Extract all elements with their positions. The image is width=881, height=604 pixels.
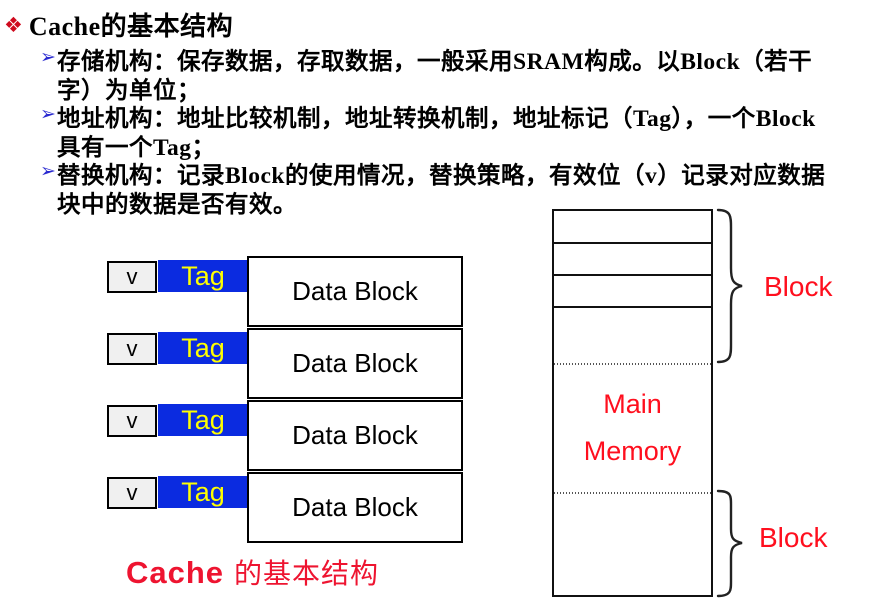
main-memory-label-line2: Memory [583, 436, 682, 466]
brace-top-icon [713, 206, 745, 366]
arrow-bullet-icon: ➢ [40, 160, 56, 182]
valid-bit-cell: v [107, 477, 157, 509]
dotted-divider [554, 492, 711, 494]
slide-heading: ❖Cache的基本结构 [4, 6, 233, 43]
arrow-bullet-icon: ➢ [40, 46, 56, 68]
block-label-bottom: Block [759, 522, 828, 553]
bullet-text-line: 替换机构：记录Block的使用情况，替换策略，有效位（v）记录对应数据 [57, 163, 826, 189]
bullet-text-line: 具有一个Tag； [57, 135, 216, 161]
valid-bit-cell: v [107, 333, 157, 365]
bullet-text-line: 地址机构：地址比较机制，地址转换机制，地址标记（Tag），一个Block [57, 106, 816, 132]
data-block-cell: Data Block [247, 328, 463, 399]
data-block-cell: Data Block [247, 472, 463, 543]
bullet-text-line: 存储机构：保存数据，存取数据，一般采用SRAM构成。以Block（若干 [57, 49, 813, 75]
tag-cell: Tag [158, 476, 248, 508]
arrow-bullet-icon: ➢ [40, 103, 56, 125]
bullet-text-line: 字）为单位； [57, 78, 201, 104]
tag-cell: Tag [158, 332, 248, 364]
bullet-text-line: 块中的数据是否有效。 [57, 192, 297, 218]
data-block-cell: Data Block [247, 400, 463, 471]
tag-cell: Tag [158, 404, 248, 436]
cache-caption: Cache 的基本结构 [126, 552, 379, 592]
caption-en: Cache [126, 555, 225, 590]
tag-cell: Tag [158, 260, 248, 292]
data-block-cell: Data Block [247, 256, 463, 327]
diamond-bullet-icon: ❖ [4, 13, 23, 37]
page-title: Cache的基本结构 [28, 12, 234, 41]
block-label-top: Block [764, 271, 833, 302]
valid-bit-cell: v [107, 405, 157, 437]
memory-cell-divider [554, 242, 711, 244]
brace-bottom-icon [713, 487, 745, 600]
valid-bit-cell: v [107, 261, 157, 293]
main-memory-box: Main Memory [552, 209, 713, 597]
dotted-divider [554, 363, 711, 365]
main-memory-label-line1: Main [603, 389, 662, 419]
memory-cell-divider [554, 274, 711, 276]
caption-zh: 的基本结构 [234, 559, 380, 590]
memory-cell-divider [554, 306, 711, 308]
